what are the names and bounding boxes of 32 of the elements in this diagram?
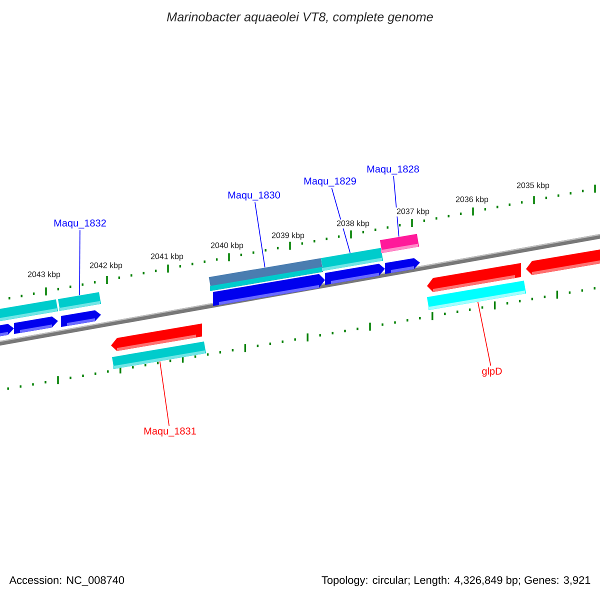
gene-block: [111, 324, 202, 351]
leader-line: [477, 302, 492, 366]
scale-label: 2040 kbp: [210, 241, 244, 251]
gene-block: [0, 324, 14, 338]
leader-line: [254, 202, 266, 268]
gene-label: Maqu_1832: [54, 219, 106, 229]
title: Marinobacter aquaeolei VT8, complete genome: [166, 12, 433, 24]
gene-block: [385, 258, 420, 274]
scale-label: 2038 kbp: [336, 219, 370, 229]
leader-line: [79, 230, 80, 296]
scale-label: 2042 kbp: [88, 261, 124, 271]
gene-label: Maqu_1830: [228, 191, 280, 201]
gene-block: [61, 310, 101, 327]
scale-label: 2041 kbp: [150, 252, 184, 262]
gene-bar: [380, 234, 420, 253]
gene-label: Maqu_1829: [304, 177, 356, 187]
gene-block: [427, 263, 521, 292]
info-text: Topology: circular; Length: 4,326,849 bp; Genes: 3,921: [322, 576, 590, 586]
scale-label: 2043 kbp: [26, 270, 62, 280]
gene-block: [526, 246, 600, 275]
scale-label: 2037 kbp: [396, 207, 430, 217]
gene-label: Maqu_1828: [367, 165, 419, 175]
gene-block: [213, 274, 325, 306]
info-text: Accession: NC_008740: [9, 576, 124, 586]
scale-label: 2039 kbp: [270, 231, 306, 241]
gene-label: Maqu_1831: [144, 427, 196, 437]
scale-label: 2036 kbp: [454, 195, 490, 205]
gene-bar: [58, 292, 101, 311]
leader-line: [159, 361, 170, 426]
gene-block: [325, 264, 385, 285]
scale-label: 2035 kbp: [516, 181, 550, 191]
gene-label: glpD: [482, 367, 502, 377]
